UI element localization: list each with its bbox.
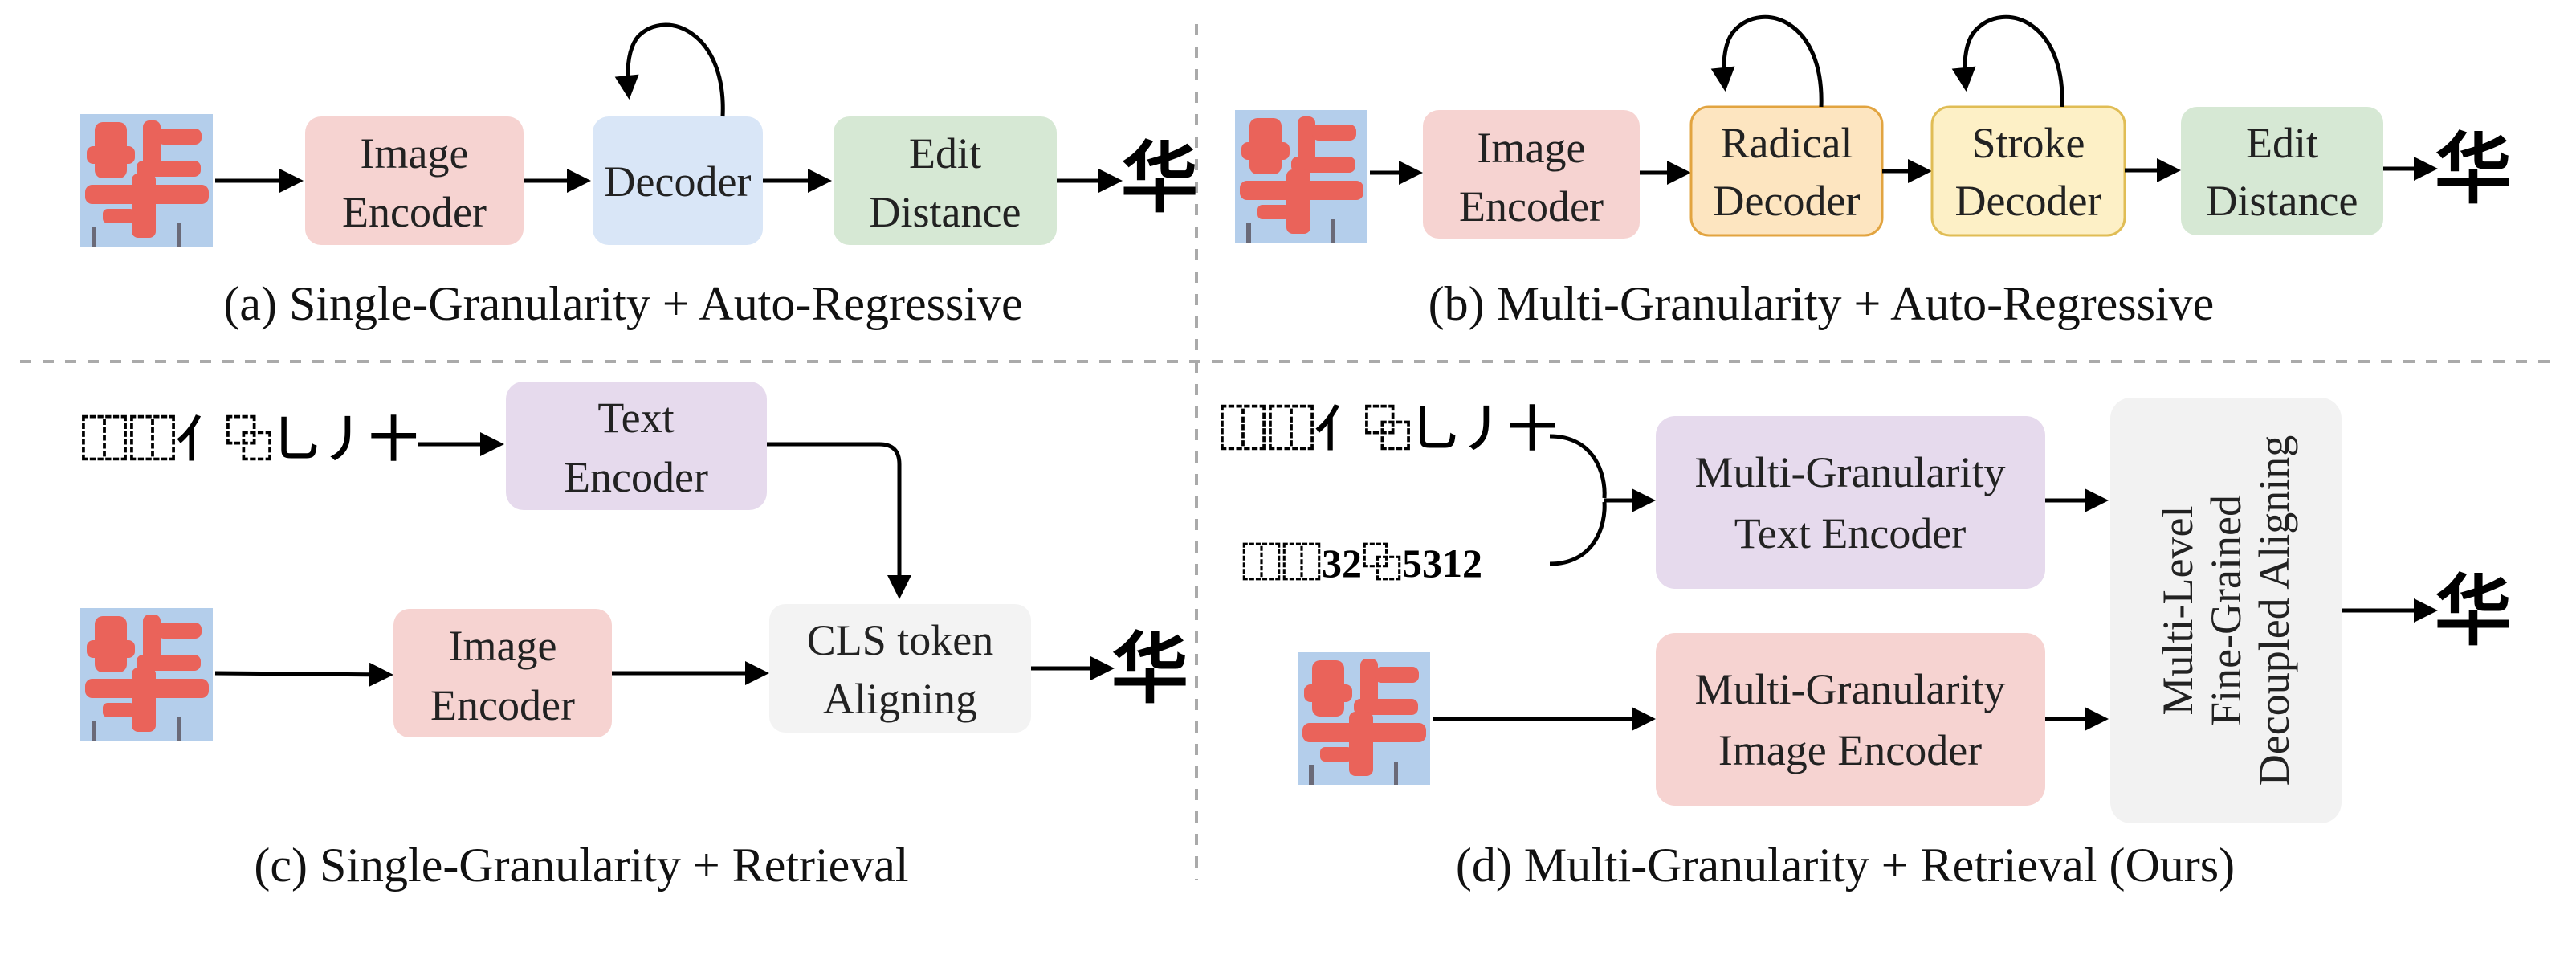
edit-distance-label: Edit — [2246, 119, 2318, 167]
arrow — [767, 442, 911, 599]
decoupled-aligning-box — [2110, 398, 2342, 823]
cls-aligning-label: Aligning — [823, 675, 977, 723]
cls-aligning-box — [769, 604, 1031, 733]
output-character: 华 — [2435, 125, 2512, 214]
text-encoder-label: Text — [597, 394, 674, 442]
character-image — [1235, 110, 1367, 243]
arrow — [214, 662, 393, 687]
character-image — [80, 608, 213, 741]
mg-image-encoder-box — [1656, 633, 2045, 806]
mg-text-encoder-label: Text Encoder — [1734, 509, 1967, 557]
edit-distance-label: Distance — [870, 188, 1021, 236]
image-encoder-label: Image — [361, 129, 469, 178]
merge-curve — [1549, 501, 1607, 566]
decoder-box — [593, 116, 763, 245]
panel-d: ⿰⿰亻⿻乚丿十 ⿰⿰32⿻5312 Multi-Granularity Text… — [1219, 398, 2512, 892]
self-loop-arrow — [1951, 14, 2064, 108]
text-encoder-box — [506, 382, 767, 510]
text-encoder-label: Encoder — [564, 453, 708, 501]
output-character: 华 — [1111, 624, 1188, 714]
edit-distance-box — [2181, 107, 2383, 235]
aligning-label: Decoupled Aligning — [2250, 435, 2298, 786]
caption-d: (d) Multi-Granularity + Retrieval (Ours) — [1456, 839, 2235, 892]
caption-c: (c) Single-Granularity + Retrieval — [254, 839, 908, 892]
self-loop-arrow — [1710, 14, 1824, 108]
stroke-decoder-label: Stroke — [1972, 119, 2085, 167]
panel-c: ⿰⿰亻⿻乚丿十 Text Encoder Image Encoder CLS t… — [80, 382, 1188, 892]
image-encoder-label: Image — [449, 622, 557, 670]
number-sequence: ⿰⿰32⿻5312 — [1241, 541, 1482, 586]
character-image — [1298, 652, 1430, 785]
image-encoder-label: Image — [1478, 124, 1586, 172]
panel-a: Image Encoder Decoder Edit Distance 华 (a… — [80, 22, 1198, 330]
character-image — [80, 114, 213, 247]
caption-b: (b) Multi-Granularity + Auto-Regressive — [1429, 277, 2215, 330]
image-encoder-box — [393, 609, 612, 737]
output-character: 华 — [1121, 133, 1198, 223]
panel-b: Image Encoder Radical Decoder Stroke Dec… — [1235, 14, 2512, 330]
stroke-sequence: ⿰⿰亻⿻乚丿十 — [1219, 402, 1556, 458]
image-encoder-label: Encoder — [430, 681, 575, 729]
aligning-label: Multi-Level — [2154, 506, 2202, 716]
decoder-label: Decoder — [605, 157, 752, 206]
merge-curve — [1549, 434, 1607, 499]
image-encoder-box — [1423, 110, 1640, 239]
radical-decoder-label: Decoder — [1714, 177, 1861, 225]
edit-distance-label: Edit — [909, 129, 981, 178]
image-encoder-label: Encoder — [342, 188, 487, 236]
radical-decoder-label: Radical — [1721, 119, 1853, 167]
mg-image-encoder-label: Image Encoder — [1718, 726, 1982, 774]
caption-a: (a) Single-Granularity + Auto-Regressive — [223, 277, 1022, 330]
cls-aligning-label: CLS token — [807, 616, 994, 664]
self-loop-arrow — [614, 22, 725, 117]
edit-distance-label: Distance — [2207, 177, 2358, 225]
mg-text-encoder-label: Multi-Granularity — [1695, 448, 2006, 496]
stroke-decoder-label: Decoder — [1955, 177, 2102, 225]
image-encoder-box — [305, 116, 524, 245]
image-encoder-label: Encoder — [1459, 182, 1604, 231]
output-character: 华 — [2435, 566, 2512, 656]
mg-image-encoder-label: Multi-Granularity — [1695, 665, 2006, 713]
edit-distance-box — [834, 116, 1057, 245]
mg-text-encoder-box — [1656, 416, 2045, 589]
stroke-sequence: ⿰⿰亻⿻乚丿十 — [80, 412, 418, 468]
aligning-label: Fine-Grained — [2202, 495, 2250, 726]
